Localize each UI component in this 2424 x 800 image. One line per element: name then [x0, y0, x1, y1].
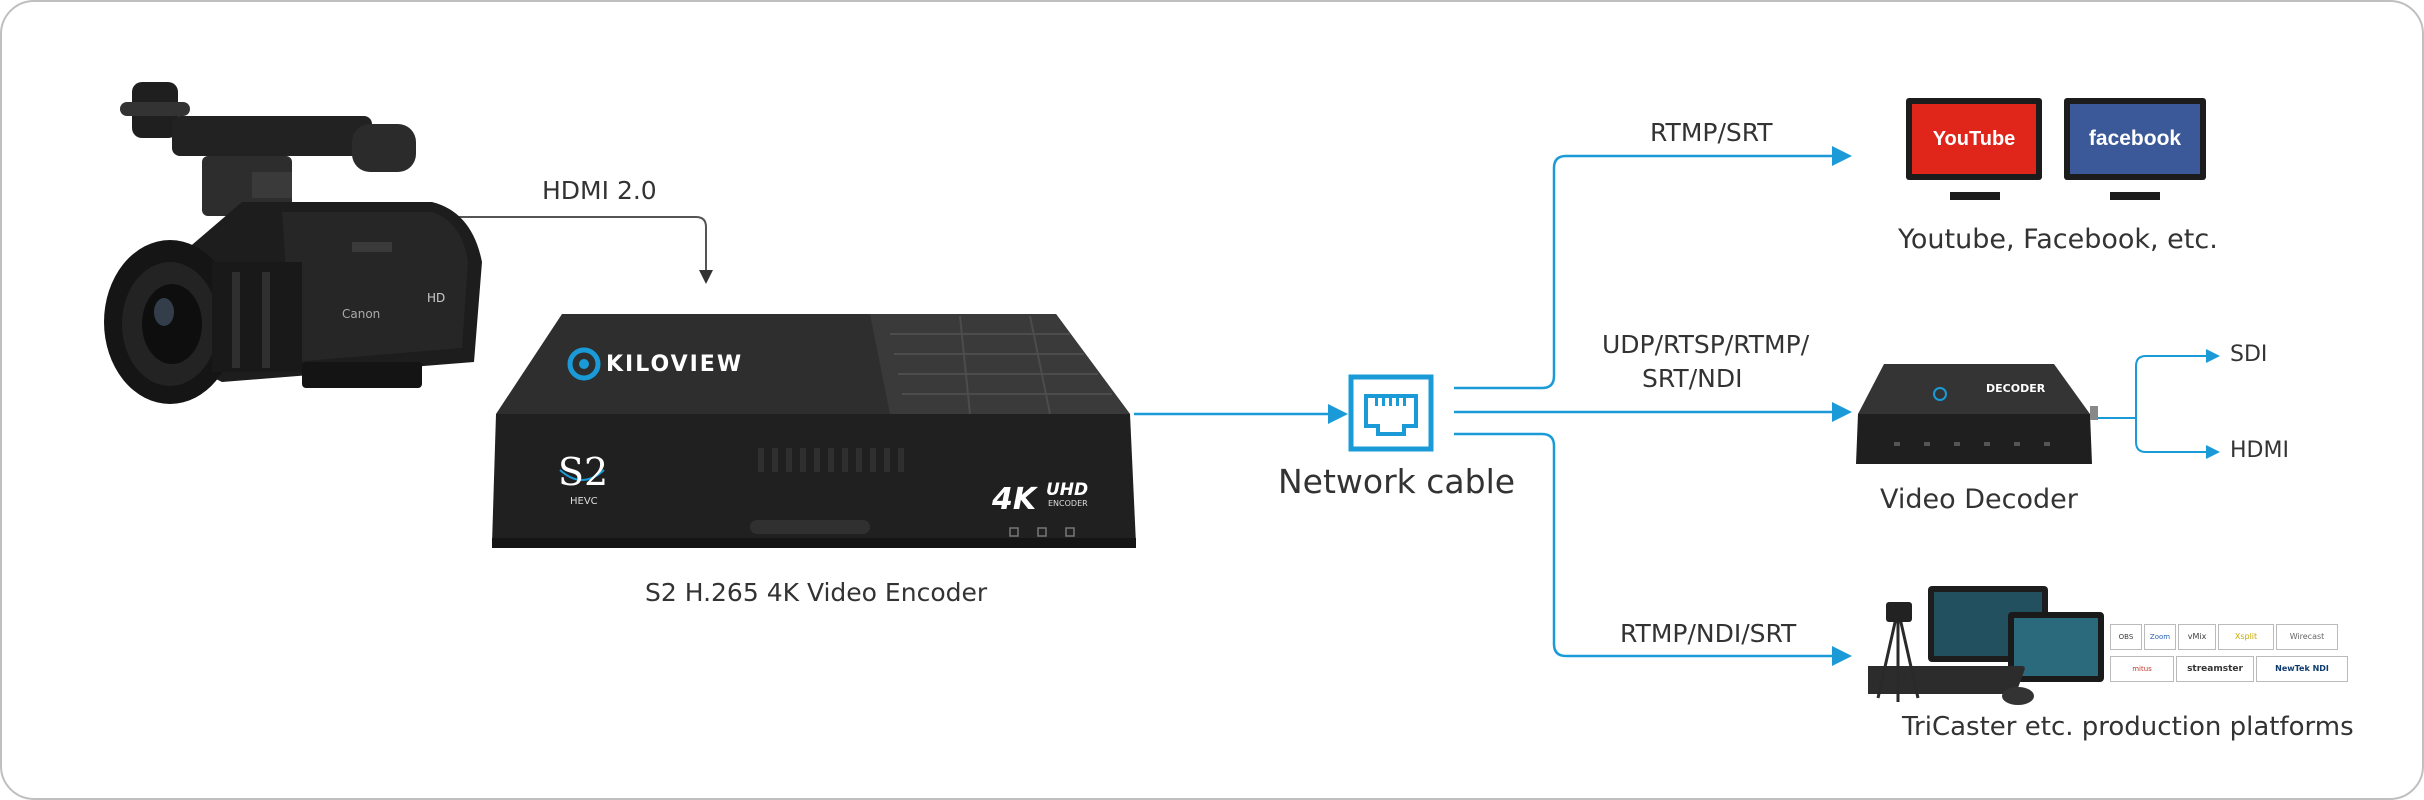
network-cable-label: Network cable [1278, 462, 1516, 501]
platform-logo-xsplit: Xsplit [2218, 624, 2274, 650]
youtube-logo: YouTube [1932, 127, 2016, 150]
hdmi-line [422, 216, 707, 277]
youtube-monitor-stand [1950, 192, 2000, 200]
platform-logo-zoom: Zoom [2144, 624, 2176, 650]
route-bottom-label: RTMP/NDI/SRT [1620, 619, 1797, 648]
route-top-line [1454, 154, 1838, 390]
route-top-label: RTMP/SRT [1650, 118, 1773, 147]
encoder-encoder-badge: ENCODER [1048, 499, 1088, 508]
platform-logo-mitus: mitus [2110, 656, 2174, 682]
route-middle-arrow [1832, 402, 1852, 422]
route-top-arrow [1832, 146, 1852, 166]
facebook-monitor-stand [2110, 192, 2160, 200]
decoder-output-lines [2090, 355, 2208, 453]
hdmi-out-arrow [2206, 445, 2220, 459]
camcorder-icon: Canon HD [104, 82, 482, 404]
hdmi-arrow [699, 270, 713, 284]
youtube-monitor: YouTube [1906, 98, 2042, 180]
platform-logos-grid: OBS Zoom vMix Xsplit Wirecast mitus stre… [2110, 624, 2348, 688]
route-middle-label-line2: SRT/NDI [1642, 364, 1743, 393]
facebook-logo: facebook [2088, 127, 2182, 150]
production-equipment-image [1868, 586, 2104, 705]
encoder-device [492, 314, 1136, 548]
sdi-arrow [2206, 349, 2220, 363]
decoder-caption: Video Decoder [1880, 484, 2078, 515]
svg-text:HD: HD [427, 291, 445, 305]
social-platforms-caption: Youtube, Facebook, etc. [1898, 224, 2218, 255]
route-middle-label-line1: UDP/RTSP/RTMP/ [1602, 330, 1810, 359]
platform-logo-streamster: streamster [2176, 656, 2254, 682]
platform-logo-obs: OBS [2110, 624, 2142, 650]
platform-logo-wirecast: Wirecast [2276, 624, 2338, 650]
encoder-model-badge: S2 [558, 450, 609, 494]
platforms-caption: TriCaster etc. production platforms [1902, 712, 2354, 742]
encoder-4k-badge: 4K [992, 482, 1037, 517]
decoder-device [1856, 364, 2098, 464]
route-bottom-line [1454, 432, 1838, 658]
encoder-caption: S2 H.265 4K Video Encoder [645, 578, 988, 607]
platform-logo-newtek-ndi: NewTek NDI [2256, 656, 2348, 682]
ethernet-port-icon [1348, 374, 1434, 452]
decoder-brand-logo: DECODER [1986, 382, 2046, 395]
facebook-monitor: facebook [2064, 98, 2206, 180]
encoder-uhd-badge: UHD [1046, 480, 1089, 500]
decoder-output-sdi: SDI [2230, 342, 2268, 367]
encoder-model-sub: HEVC [570, 496, 598, 507]
encoder-to-network-arrow [1328, 404, 1348, 424]
encoder-brand-logo: KILOVIEW [606, 352, 744, 377]
hdmi-input-label: HDMI 2.0 [542, 176, 657, 205]
platform-logo-vmix: vMix [2178, 624, 2216, 650]
svg-text:Canon: Canon [342, 307, 380, 321]
route-bottom-arrow [1832, 646, 1852, 666]
decoder-output-hdmi: HDMI [2230, 438, 2289, 463]
